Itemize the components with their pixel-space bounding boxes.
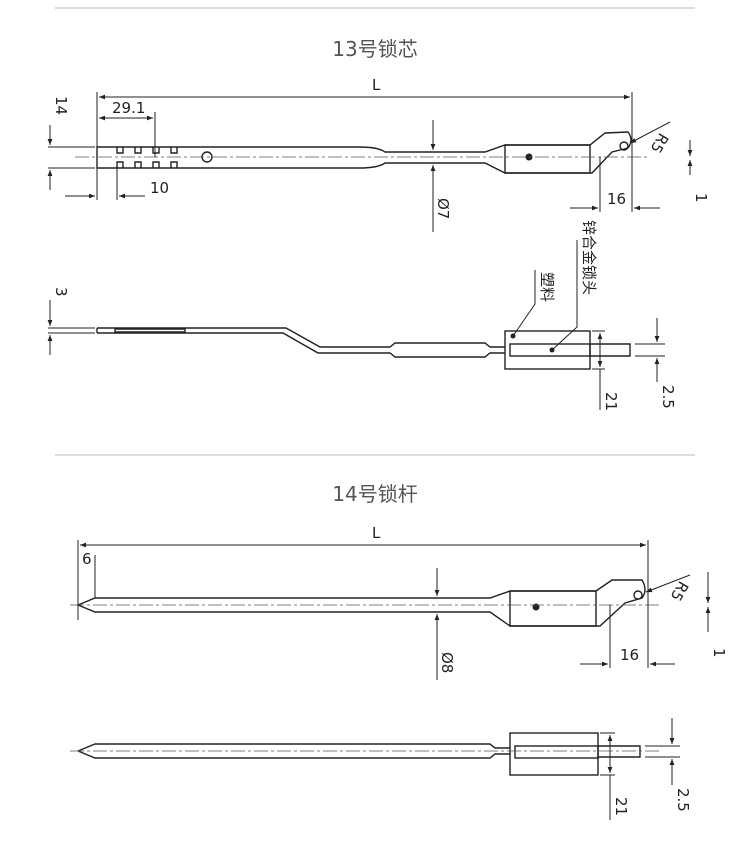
label-zinc-head: 锌合金锁头 bbox=[580, 220, 598, 295]
label-plastic: 塑料 bbox=[538, 272, 556, 302]
dim-offset-14: 1 bbox=[710, 648, 728, 658]
dim-pin-offset: 16 bbox=[607, 190, 626, 208]
dim-pin-offset-14: 16 bbox=[620, 646, 639, 664]
dim-offset: 1 bbox=[692, 193, 710, 203]
dim-head-height-14: 21 bbox=[612, 797, 630, 816]
dim-slot-start: 29.1 bbox=[112, 99, 145, 117]
dim-height: 14 bbox=[52, 96, 70, 115]
lock-core-13-side-view: 塑料 锌合金锁头 3 21 2.5 bbox=[47, 220, 677, 411]
dim-radius: R5 bbox=[647, 130, 673, 156]
dim-tip-length: 6 bbox=[82, 550, 92, 568]
lock-rod-14-top-view: L 6 Ø8 R5 16 1 bbox=[70, 524, 728, 680]
dim-diameter: Ø7 bbox=[434, 198, 452, 219]
dim-length-14: L bbox=[372, 524, 381, 542]
dim-head-height: 21 bbox=[602, 392, 620, 411]
dim-diameter-14: Ø8 bbox=[438, 652, 456, 673]
dim-tip-thickness: 2.5 bbox=[659, 385, 677, 409]
lock-core-13-top-view: L 29.1 10 14 Ø7 R5 16 1 bbox=[47, 76, 710, 232]
section-title-13: 13号锁芯 bbox=[332, 37, 417, 61]
dim-thickness: 3 bbox=[52, 287, 70, 297]
dim-radius-14: R5 bbox=[667, 578, 693, 604]
dim-tip-thickness-14: 2.5 bbox=[674, 788, 692, 812]
section-title-14: 14号锁杆 bbox=[332, 482, 417, 506]
dim-slot-pitch: 10 bbox=[150, 179, 169, 197]
lock-rod-14-side-view: 21 2.5 bbox=[70, 718, 692, 820]
dim-length: L bbox=[372, 76, 381, 94]
